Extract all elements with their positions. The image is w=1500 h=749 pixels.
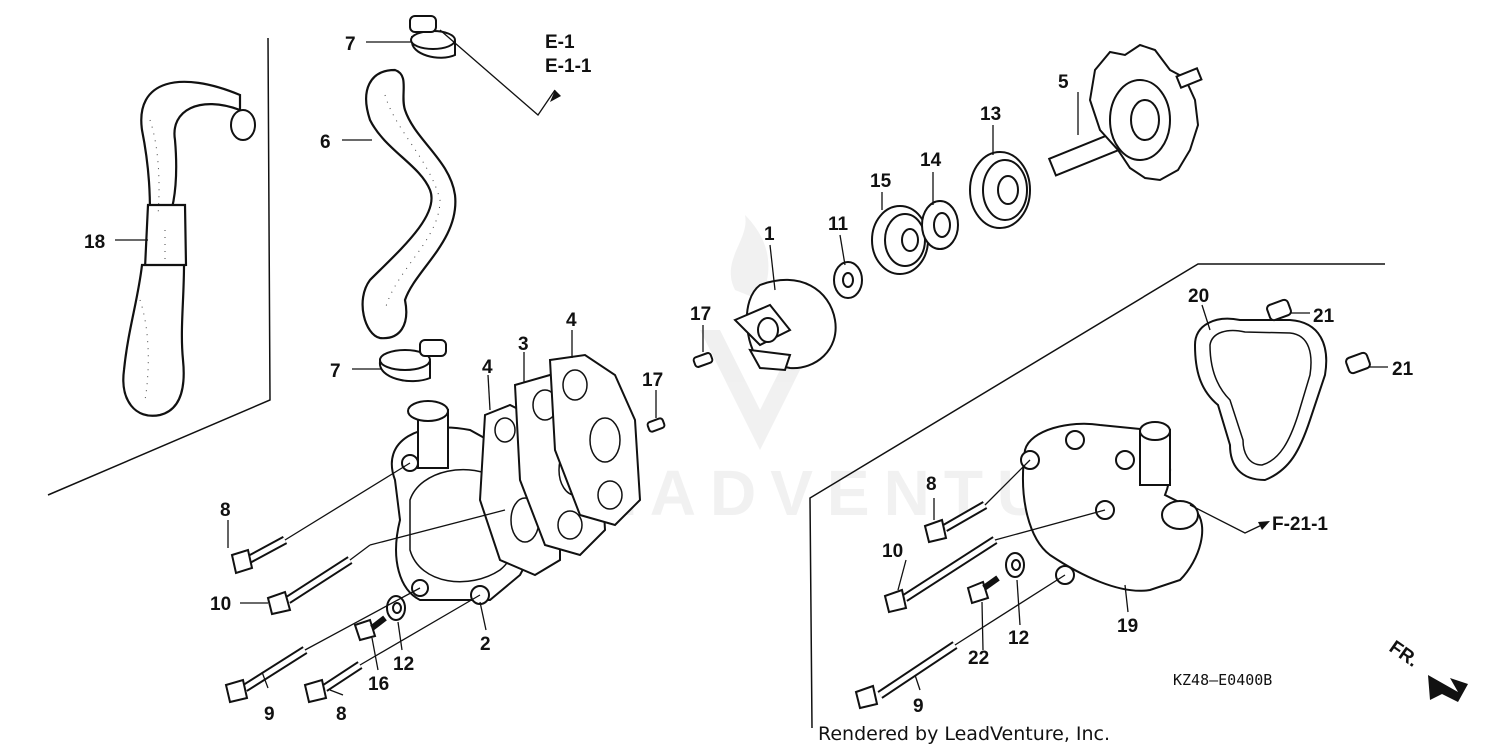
callout-18: 18	[84, 232, 105, 253]
callout-14: 14	[920, 150, 942, 171]
leader-lines	[115, 41, 1388, 696]
callout-15: 15	[870, 171, 892, 192]
callout-9-right: 9	[913, 696, 924, 717]
bolt-10-left	[266, 556, 353, 616]
pump-housing-19	[1020, 421, 1204, 592]
callout-10-right: 10	[882, 541, 903, 562]
callout-12-left: 12	[393, 654, 414, 675]
washer-12-left	[386, 595, 406, 621]
clamp-7-bottom	[378, 339, 447, 383]
bolt-8-left	[230, 536, 288, 575]
diagram-code: KZ48—E0400B	[1173, 671, 1272, 689]
callout-19: 19	[1117, 616, 1138, 637]
bearing-15	[871, 205, 929, 275]
callout-8-left: 8	[220, 500, 231, 521]
gasket-4-right	[548, 353, 642, 527]
hose-18	[122, 80, 256, 417]
callout-13: 13	[980, 104, 1001, 125]
bolt-10-right	[883, 536, 998, 614]
dowel-pin-17-lower	[646, 417, 666, 433]
bolt-8-right	[923, 501, 988, 544]
seal-14	[921, 200, 959, 250]
reference-f-21-1: F-21-1	[1272, 514, 1328, 535]
bearing-13	[969, 151, 1031, 229]
front-direction-arrow	[1428, 675, 1468, 702]
callout-9-left: 9	[264, 704, 275, 725]
impeller-1	[733, 279, 837, 372]
gasket-20	[1193, 317, 1328, 482]
bolt-9-right	[854, 641, 958, 710]
callout-22: 22	[968, 648, 989, 669]
dowel-21-upper	[1266, 298, 1292, 322]
bolt-16	[353, 615, 387, 642]
callout-1: 1	[764, 224, 775, 245]
bolt-9-left	[224, 646, 308, 704]
callout-8-right: 8	[926, 474, 937, 495]
callout-7-bottom: 7	[330, 361, 341, 382]
callout-20: 20	[1188, 286, 1209, 307]
callout-16: 16	[368, 674, 389, 695]
reference-e-1: E-1	[545, 32, 575, 53]
section-lines	[47, 37, 1385, 729]
callout-21-upper: 21	[1313, 306, 1335, 327]
clamp-7-top	[409, 15, 456, 59]
callout-2: 2	[480, 634, 491, 655]
bolt-8-lower	[303, 661, 363, 704]
pump-shaft-gear-5	[1047, 43, 1203, 182]
callout-7-top: 7	[345, 34, 356, 55]
callout-12-right: 12	[1008, 628, 1029, 649]
callout-4-left: 4	[482, 357, 493, 378]
callout-5: 5	[1058, 72, 1069, 93]
washer-12-right	[1005, 552, 1025, 578]
callout-11: 11	[828, 214, 849, 235]
dowel-pin-17-upper	[692, 352, 714, 368]
bolt-22	[966, 575, 1000, 605]
hose-6	[361, 68, 457, 340]
callout-6: 6	[320, 132, 331, 153]
callout-3: 3	[518, 334, 529, 355]
callout-21-lower: 21	[1392, 359, 1414, 380]
front-label: FR.	[1385, 637, 1422, 672]
washer-11	[833, 261, 863, 299]
ref-arrow-e-1	[439, 29, 561, 116]
callout-4-right: 4	[566, 310, 577, 331]
dowel-21-lower	[1345, 351, 1371, 375]
reference-e-1-1: E-1-1	[545, 56, 592, 77]
callout-8-lower: 8	[336, 704, 347, 725]
rendered-by-credit: Rendered by LeadVenture, Inc.	[818, 723, 1110, 745]
callout-17-lower: 17	[642, 370, 663, 391]
callout-17-upper: 17	[690, 304, 711, 325]
ref-arrow-f-21-1	[1189, 504, 1270, 534]
callout-10-left: 10	[210, 594, 231, 615]
